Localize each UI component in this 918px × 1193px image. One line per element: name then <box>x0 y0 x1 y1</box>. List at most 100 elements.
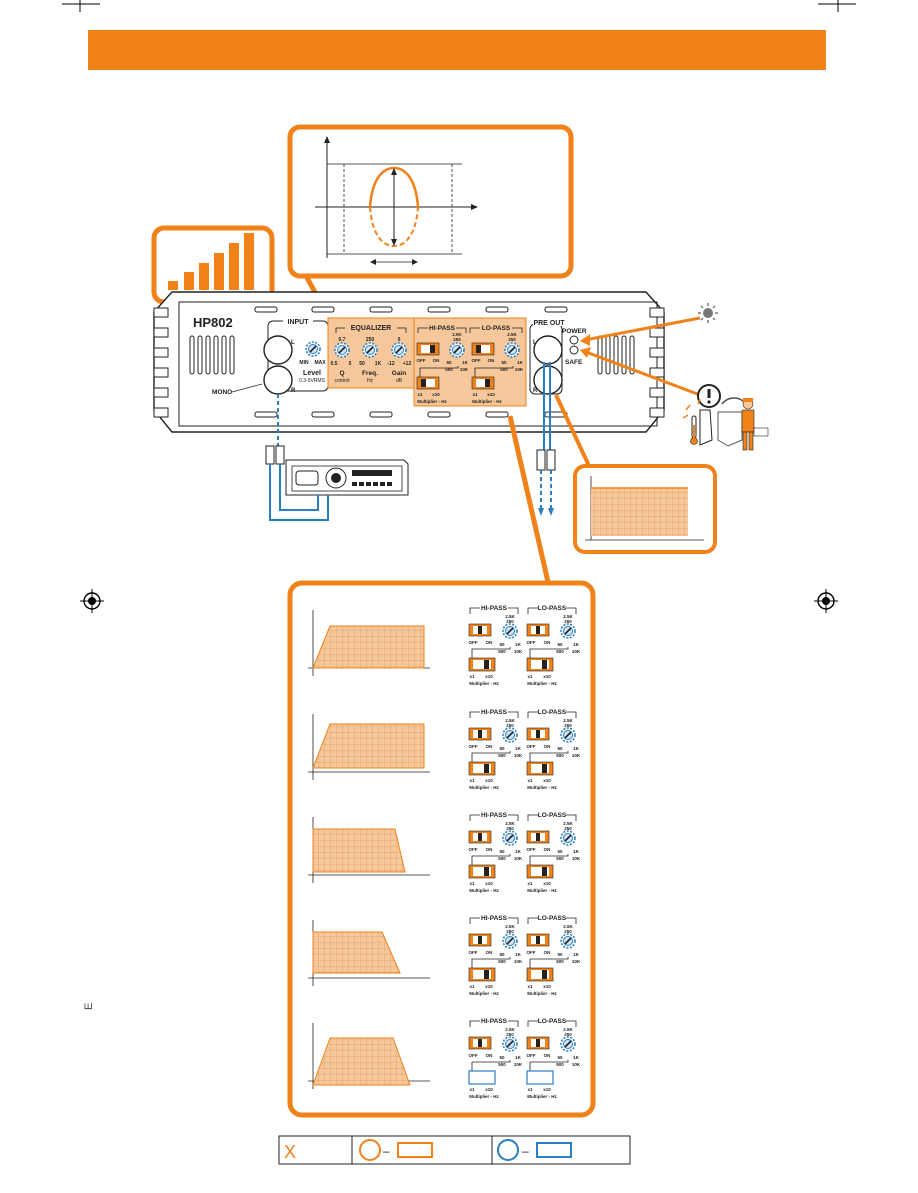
eq-gain-label: Gain <box>392 370 406 377</box>
ex2-hp-knob[interactable] <box>502 727 518 743</box>
ex4-lp-max: 1K <box>573 952 580 957</box>
amp-lp-mult-min: 500 <box>500 367 508 372</box>
input-label: INPUT <box>288 319 310 326</box>
ex2-lp-title: LO-PASS <box>538 709 567 716</box>
rca-preout-right[interactable] <box>533 365 563 395</box>
ex5-lp-mult-min: 500 <box>556 1062 564 1067</box>
ex1-lp-x10: x10 <box>543 674 551 679</box>
ex1-hp-mult-min: 500 <box>498 649 506 654</box>
eq-freq-knob[interactable] <box>362 342 378 358</box>
eq-freq-max: 1K <box>375 361 382 367</box>
ex4-hp-max: 1K <box>515 952 522 957</box>
ex5-hp-title: HI-PASS <box>481 1018 508 1025</box>
crossover-example-3 <box>308 810 577 883</box>
ex3-hp-mult-label: Multiplier - Hz <box>469 888 499 893</box>
ex5-hp-multiplier-switch[interactable] <box>468 1070 496 1085</box>
ex4-lp-mult-min: 500 <box>556 959 564 964</box>
rca-cable-preout <box>536 362 556 516</box>
amp-hp-top2: 250 <box>453 337 461 342</box>
ex1-hp-mult-label: Multiplier - Hz <box>469 681 499 686</box>
ex5-lp-off: OFF <box>527 1053 536 1058</box>
amp-hp-min: 50 <box>446 360 452 365</box>
amp-hipass-title: HI-PASS <box>429 325 456 332</box>
amp-model-label: HP802 <box>193 315 233 330</box>
amp-hp-max: 1K <box>462 360 469 365</box>
ex1-hp-max: 1K <box>515 642 522 647</box>
ex4-lp-knob[interactable] <box>560 933 576 949</box>
ex2-hp-mult-label: Multiplier - Hz <box>469 785 499 790</box>
ex1-hp-top2: 250 <box>506 619 514 624</box>
level-label: Level <box>303 370 321 377</box>
ex4-hp-mult-max: 10K <box>514 959 523 964</box>
eq-gain-min: -12 <box>387 361 394 367</box>
ex3-hp-knob[interactable] <box>502 830 518 846</box>
ex2-hp-top: 2.5K <box>505 718 515 723</box>
ex2-hp-off: OFF <box>469 744 478 749</box>
ex2-lp-knob[interactable] <box>560 727 576 743</box>
ex5-hp-x1: x1 <box>469 1087 475 1092</box>
power-arrow <box>584 316 701 342</box>
ex4-lp-off: OFF <box>527 950 536 955</box>
ex3-lp-x1: x1 <box>527 881 533 886</box>
ex4-lp-top2: 250 <box>564 929 572 934</box>
ex5-lp-max: 1K <box>573 1055 580 1060</box>
ex2-lp-off: OFF <box>527 744 536 749</box>
ex4-hp-knob[interactable] <box>502 933 518 949</box>
amp-lp-top: 2.5K <box>507 332 517 337</box>
amp-hp-mult-min: 500 <box>445 367 453 372</box>
amp-lp-knob[interactable] <box>504 342 520 358</box>
level-max-label: MAX <box>314 360 326 366</box>
ex3-lp-knob[interactable] <box>560 830 576 846</box>
ex3-hp-min: 50 <box>499 849 505 854</box>
ex5-lp-multiplier-switch[interactable] <box>526 1070 554 1085</box>
eq-q-knob[interactable] <box>334 342 350 358</box>
ex1-lp-mult-max: 10K <box>572 649 581 654</box>
ex3-hp-x1: x1 <box>469 881 475 886</box>
ex3-lp-mult-label: Multiplier - Hz <box>527 888 557 893</box>
ex4-hp-x1: x1 <box>469 984 475 989</box>
level-knob[interactable] <box>305 341 321 357</box>
rca-cable-input <box>265 394 329 521</box>
ex5-hp-knob[interactable] <box>502 1036 518 1052</box>
ex3-hp-top: 2.5K <box>505 821 515 826</box>
ex5-hp-min: 50 <box>499 1055 505 1060</box>
ex1-hp-x1: x1 <box>469 674 475 679</box>
ex1-hp-knob[interactable] <box>502 623 518 639</box>
ex1-lp-off: OFF <box>527 640 536 645</box>
ex5-hp-max: 1K <box>515 1055 522 1060</box>
rca-input-right[interactable] <box>263 365 293 395</box>
mono-leader <box>231 383 263 393</box>
ex5-lp-x10: x10 <box>543 1087 551 1092</box>
amp-lp-on: ON <box>488 358 495 363</box>
ex2-hp-on: ON <box>486 744 493 749</box>
rca-input-left[interactable] <box>263 335 293 365</box>
eq-gain-knob[interactable] <box>391 342 407 358</box>
ex2-hp-top2: 250 <box>506 723 514 728</box>
ex1-lp-mult-min: 500 <box>556 649 564 654</box>
ex5-lp-knob[interactable] <box>560 1036 576 1052</box>
ex5-hp-mult-max: 10K <box>514 1062 523 1067</box>
ex1-lp-title: LO-PASS <box>538 605 567 612</box>
ex4-hp-on: ON <box>486 950 493 955</box>
ex2-hp-mult-max: 10K <box>514 753 523 758</box>
eq-freq-top: 250 <box>366 337 375 343</box>
eq-q-top: 0.7 <box>339 337 346 343</box>
ex4-lp-mult-max: 10K <box>572 959 581 964</box>
ex2-hp-min: 50 <box>499 746 505 751</box>
ex5-lp-mult-max: 10K <box>572 1062 581 1067</box>
ex5-lp-mult-label: Multiplier - Hz <box>527 1094 557 1099</box>
rca-preout-left[interactable] <box>533 335 563 365</box>
ex1-lp-min: 50 <box>557 642 563 647</box>
eq-q-min: 0.5 <box>331 361 338 367</box>
ex1-hp-off: OFF <box>469 640 478 645</box>
ex3-hp-title: HI-PASS <box>481 812 508 819</box>
amp-hp-knob[interactable] <box>449 342 465 358</box>
preout-left-label: L <box>533 340 537 346</box>
ex5-lp-min: 50 <box>557 1055 563 1060</box>
ex1-hp-x10: x10 <box>485 674 493 679</box>
input-label-bg <box>283 317 313 325</box>
ex1-lp-x1: x1 <box>527 674 533 679</box>
ex1-lp-knob[interactable] <box>560 623 576 639</box>
ex5-hp-x10: x10 <box>485 1087 493 1092</box>
